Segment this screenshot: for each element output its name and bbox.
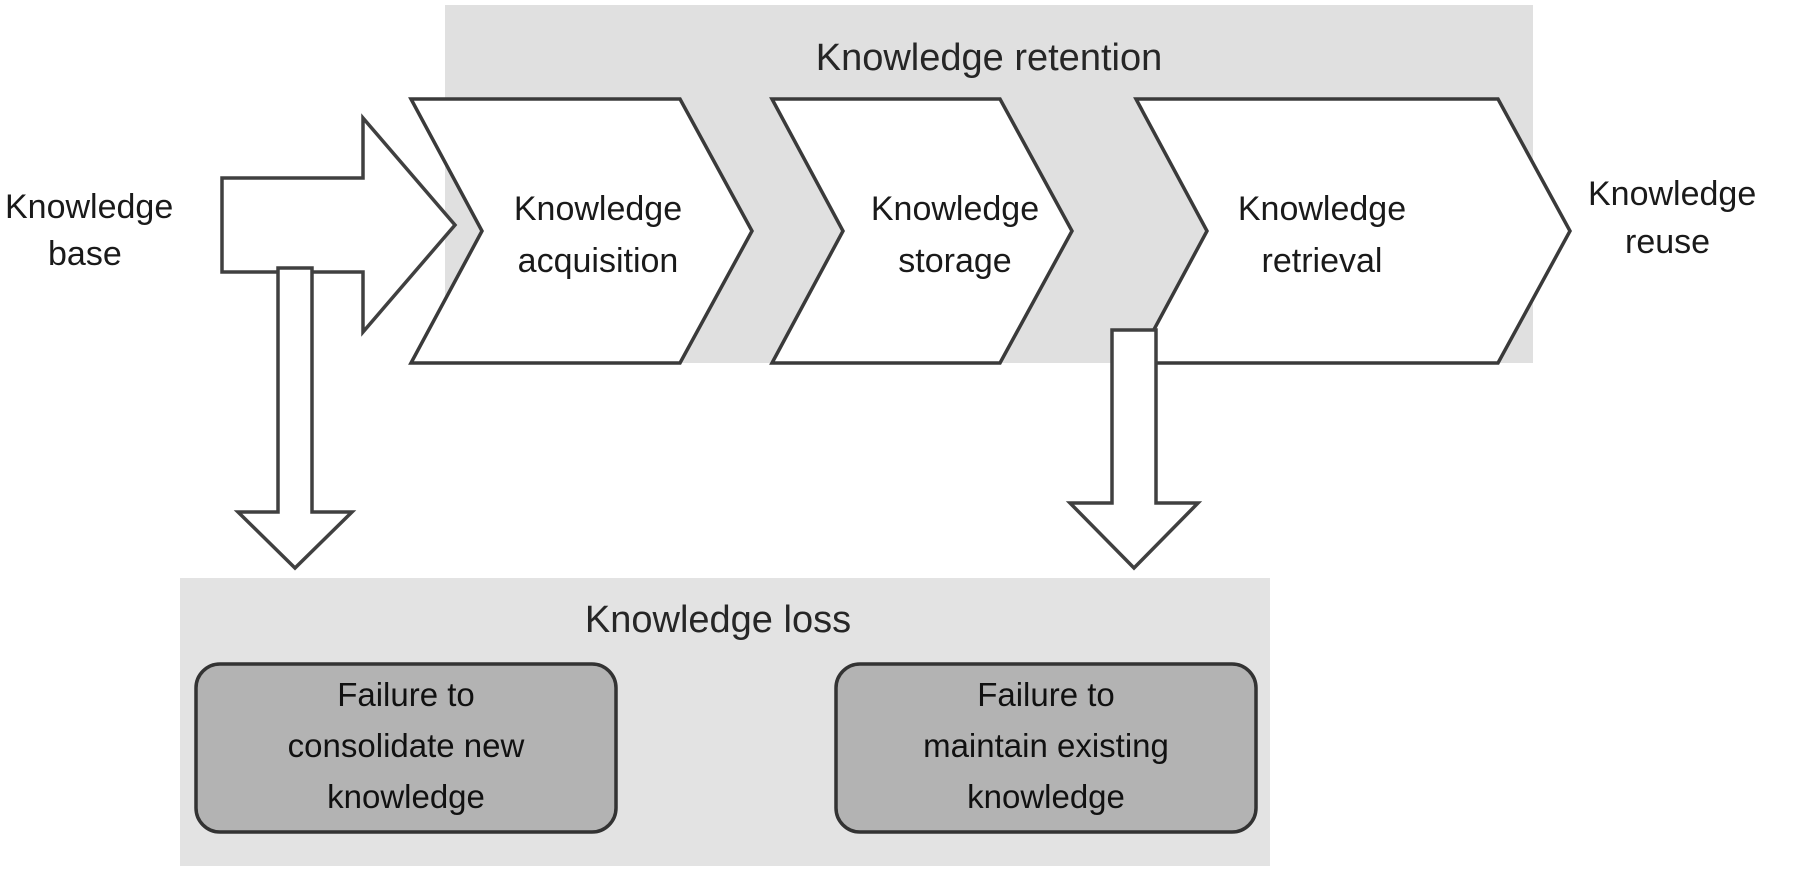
- knowledge-base-label-line2: base: [48, 235, 122, 273]
- knowledge-loss-panel-title: Knowledge loss: [585, 599, 851, 641]
- loss-box-consolidate-new-line2: consolidate new: [288, 727, 525, 764]
- stage-chevron-acquisition: [408, 97, 754, 365]
- retrieval-to-loss-down-arrow: [1065, 328, 1203, 571]
- knowledge-base-arrow: [220, 113, 458, 337]
- stage-label-retrieval-line1: Knowledge: [1238, 190, 1406, 228]
- stage-label-acquisition-line1: Knowledge: [514, 190, 682, 228]
- loss-box-consolidate-new-line3: knowledge: [327, 778, 485, 815]
- stage-label-retrieval-line2: retrieval: [1262, 242, 1383, 280]
- stage-label-storage-line2: storage: [898, 242, 1011, 280]
- loss-box-maintain-existing: Failure to maintain existing knowledge: [834, 662, 1258, 834]
- stage-chevron-retrieval: [1133, 97, 1572, 365]
- stage-chevron-storage: [769, 97, 1074, 365]
- loss-box-maintain-existing-line2: maintain existing: [923, 727, 1169, 764]
- knowledge-reuse-label-line1: Knowledge: [1588, 175, 1756, 213]
- loss-box-maintain-existing-line1: Failure to: [977, 676, 1115, 713]
- stage-label-acquisition-line2: acquisition: [518, 242, 679, 280]
- loss-box-consolidate-new: Failure to consolidate new knowledge: [194, 662, 618, 834]
- loss-box-maintain-existing-line3: knowledge: [967, 778, 1125, 815]
- loss-box-consolidate-new-shape: [194, 662, 618, 834]
- knowledge-reuse-label-line2: reuse: [1625, 223, 1710, 261]
- acquisition-to-loss-down-arrow: [233, 266, 357, 571]
- stage-label-storage-line1: Knowledge: [871, 190, 1039, 228]
- loss-box-consolidate-new-line1: Failure to: [337, 676, 475, 713]
- knowledge-base-label-line1: Knowledge: [5, 188, 173, 226]
- loss-box-maintain-existing-shape: [834, 662, 1258, 834]
- knowledge-retention-panel-title: Knowledge retention: [816, 37, 1162, 79]
